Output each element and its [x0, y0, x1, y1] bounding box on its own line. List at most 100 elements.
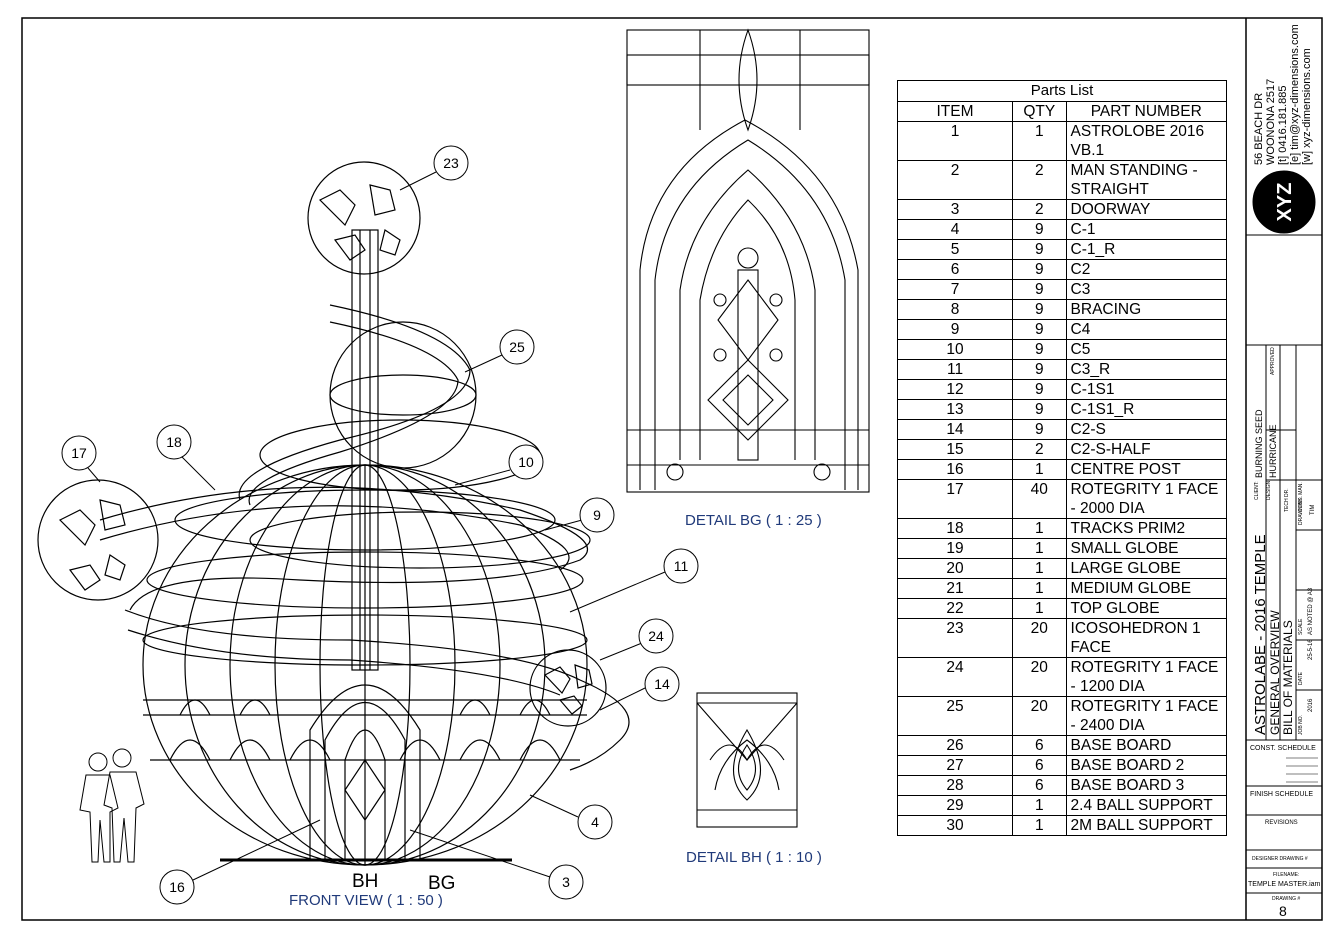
cell-item: 23 — [896, 618, 1014, 658]
balloon-18: 18 — [156, 424, 192, 460]
cell-part-number: C-1 — [1065, 219, 1228, 240]
cell-item: 10 — [896, 339, 1014, 360]
cell-qty: 9 — [1012, 259, 1067, 280]
finish-schedule-label: FINISH SCHEDULE — [1250, 791, 1313, 798]
cell-item: 24 — [896, 657, 1014, 697]
email-text: [e] tim@xyz-dimensions.com — [1289, 24, 1301, 165]
cell-part-number: ICOSOHEDRON 1 FACE — [1065, 618, 1228, 658]
balloon-14: 14 — [644, 666, 680, 702]
balloon-16: 16 — [159, 869, 195, 905]
cell-item: 21 — [896, 578, 1014, 599]
cell-part-number: LARGE GLOBE — [1065, 558, 1228, 579]
cell-qty: 1 — [1012, 459, 1067, 480]
job-label: JOB NO. — [1298, 715, 1304, 735]
cell-item: 25 — [896, 696, 1014, 736]
svg-text:3: 3 — [562, 874, 570, 890]
cell-part-number: C-1_R — [1065, 239, 1228, 260]
cell-qty: 1 — [1012, 598, 1067, 619]
svg-text:9: 9 — [593, 507, 601, 523]
balloon-10: 10 — [508, 444, 544, 480]
detail-bh-label: DETAIL BH ( 1 : 10 ) — [686, 849, 822, 866]
cell-item: 9 — [896, 319, 1014, 340]
balloon-9: 9 — [579, 497, 615, 533]
cell-qty: 9 — [1012, 399, 1067, 420]
cell-qty: 1 — [1012, 815, 1067, 836]
cell-part-number: C2-S-HALF — [1065, 439, 1228, 460]
man-standing-figures — [79, 748, 145, 863]
cell-item: 2 — [896, 160, 1014, 200]
cell-qty: 1 — [1012, 121, 1067, 161]
cell-qty: 40 — [1012, 479, 1067, 519]
cell-part-number: DOORWAY — [1065, 199, 1228, 220]
title-block-schedules: CONST. SCHEDULE FINISH SCHEDULE REVISION… — [1248, 745, 1321, 919]
cell-qty: 9 — [1012, 359, 1067, 380]
cell-qty: 9 — [1012, 319, 1067, 340]
balloon-11: 11 — [663, 548, 699, 584]
header-qty: QTY — [1012, 101, 1067, 122]
cell-qty: 9 — [1012, 339, 1067, 360]
cell-part-number: BASE BOARD — [1065, 735, 1228, 756]
cell-item: 13 — [896, 399, 1014, 420]
cell-qty: 1 — [1012, 558, 1067, 579]
cell-part-number: C2-S — [1065, 419, 1228, 440]
drawing-number-label: DRAWING # — [1272, 896, 1300, 902]
cell-part-number: C2 — [1065, 259, 1228, 280]
cell-part-number: MAN STANDING - STRAIGHT — [1065, 160, 1228, 200]
title-block — [1246, 170, 1322, 894]
cell-part-number: C3 — [1065, 279, 1228, 300]
cell-qty: 6 — [1012, 755, 1067, 776]
filename-value: TEMPLE MASTER.iam — [1248, 881, 1321, 888]
client-label: CLIENT: — [1254, 481, 1260, 500]
revisions-label: REVISIONS — [1265, 820, 1298, 826]
svg-text:24: 24 — [648, 628, 664, 644]
cell-qty: 20 — [1012, 657, 1067, 697]
cell-item: 8 — [896, 299, 1014, 320]
scale-value: AS NOTED @ A3 — [1308, 587, 1314, 635]
cell-qty: 9 — [1012, 219, 1067, 240]
cell-qty: 9 — [1012, 419, 1067, 440]
detail-bh-drawing — [696, 692, 798, 828]
parts-list-header-row: ITEM QTY PART NUMBER — [896, 101, 1228, 122]
cell-part-number: TOP GLOBE — [1065, 598, 1228, 619]
balloon-4: 4 — [577, 804, 613, 840]
cell-qty: 9 — [1012, 379, 1067, 400]
cell-part-number: 2.4 BALL SUPPORT — [1065, 795, 1228, 816]
date-label: DATE — [1298, 671, 1304, 685]
cell-qty: 1 — [1012, 795, 1067, 816]
cell-part-number: C5 — [1065, 339, 1228, 360]
cell-qty: 2 — [1012, 439, 1067, 460]
front-view-label: FRONT VIEW ( 1 : 50 ) — [289, 892, 443, 909]
svg-text:11: 11 — [674, 558, 689, 574]
cell-qty: 6 — [1012, 775, 1067, 796]
cell-part-number: SMALL GLOBE — [1065, 538, 1228, 559]
svg-text:16: 16 — [169, 879, 185, 895]
cell-part-number: ROTEGRITY 1 FACE - 1200 DIA — [1065, 657, 1228, 697]
cell-part-number: 2M BALL SUPPORT — [1065, 815, 1228, 836]
approved-label: APPROVED — [1270, 347, 1276, 375]
svg-text:18: 18 — [166, 434, 182, 450]
cell-item: 5 — [896, 239, 1014, 260]
cell-qty: 9 — [1012, 279, 1067, 300]
client-value: BURNING SEED — [1254, 409, 1264, 478]
cell-part-number: ASTROLOBE 2016 VB.1 — [1065, 121, 1228, 161]
title-block-vertical-text: 56 BEACH DR WOONONA 2517 [t] 0416.181.88… — [1252, 24, 1316, 735]
cell-qty: 2 — [1012, 199, 1067, 220]
drawn-by-label: DRAWN BY: — [1298, 497, 1304, 525]
